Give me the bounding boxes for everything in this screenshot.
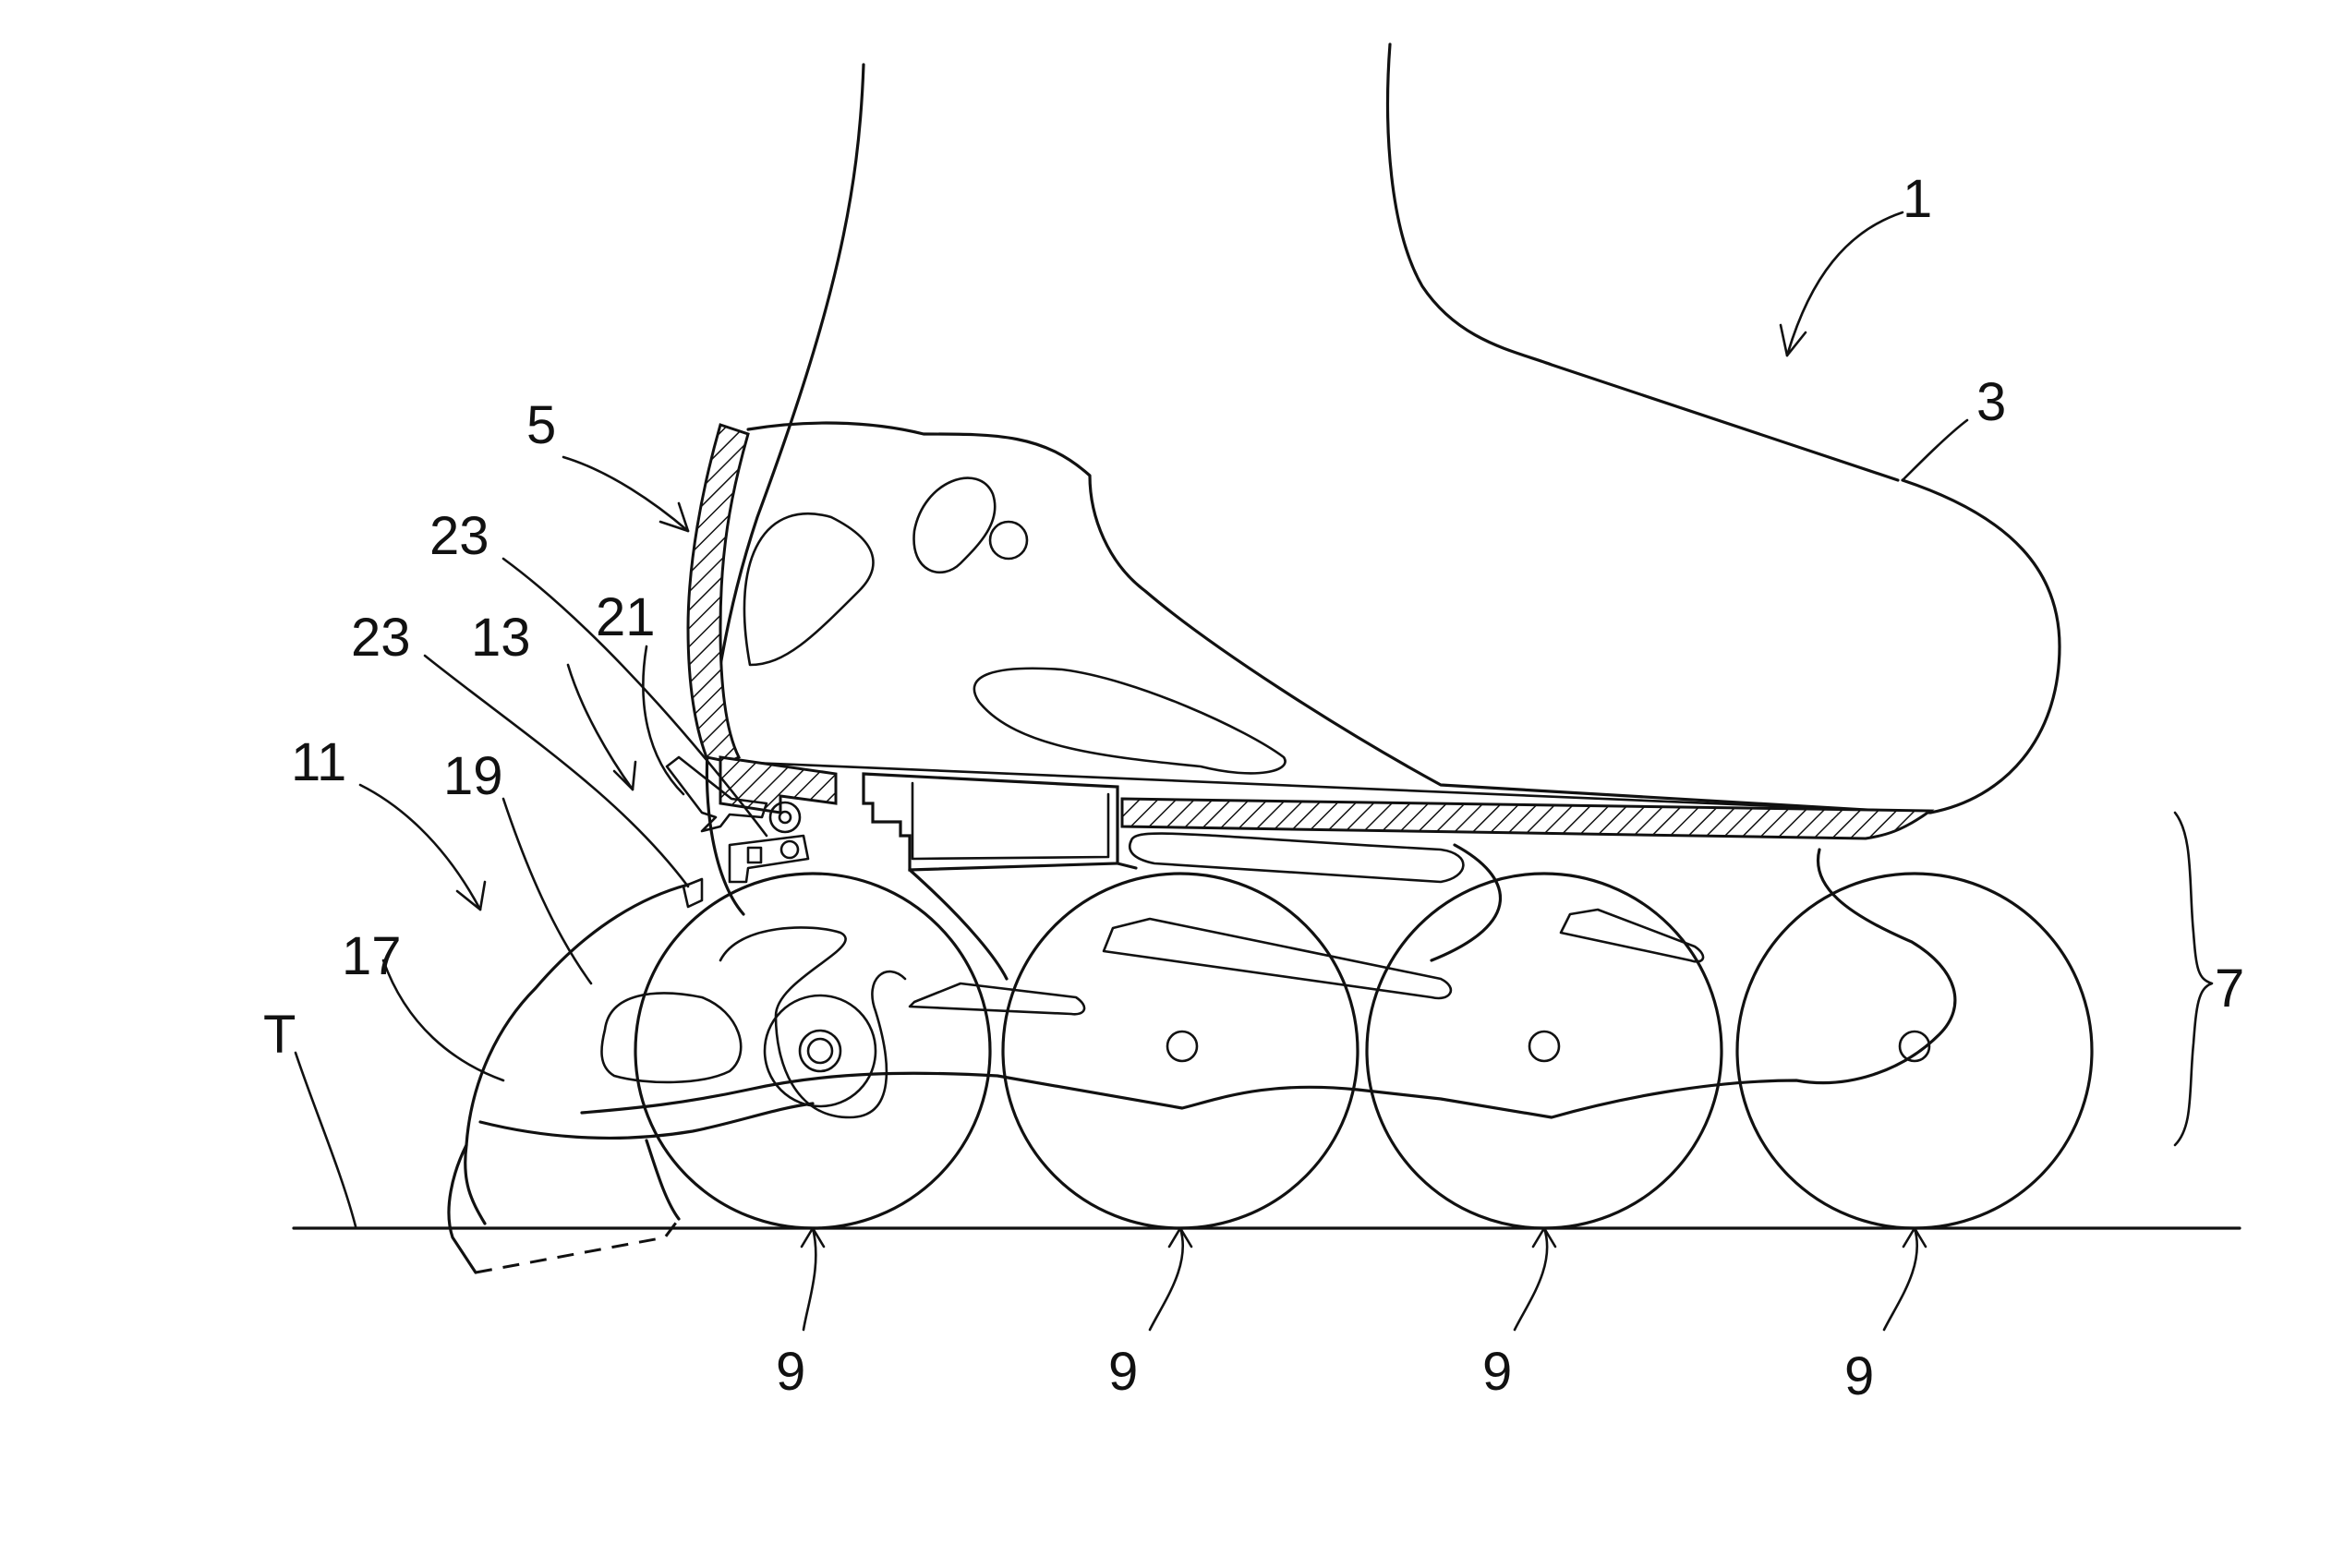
stopper-upper-tab: [748, 848, 761, 862]
frame-top-hatched: [1122, 799, 1930, 838]
brake-arm-opening: [601, 994, 741, 1082]
heel-mount-housing: [864, 774, 1118, 870]
leader-9-4: [1884, 1228, 1926, 1330]
wheel-2-axle: [1167, 1031, 1197, 1061]
label-stopper-upper: 23: [429, 506, 489, 566]
boot-rivet: [990, 522, 1027, 559]
leader-21: [643, 646, 683, 794]
wheel-1-axle-outer: [765, 995, 876, 1106]
label-wheel-4: 9: [1844, 1346, 1874, 1406]
boot-vent-triangle: [744, 513, 874, 665]
bracket-7: [2175, 813, 2212, 1145]
wheel-3: [1367, 874, 1722, 1228]
label-brake-arm: 19: [443, 746, 503, 806]
label-skate: 1: [1903, 169, 1932, 229]
boot-lower-vent: [974, 669, 1286, 774]
brake-arm: [465, 885, 688, 1224]
leg-front-outline: [1388, 44, 1898, 480]
brake-pad: [449, 1145, 476, 1272]
leader-13: [568, 665, 633, 790]
leader-3: [1903, 420, 1967, 480]
label-stopper-lower: 23: [351, 608, 411, 668]
label-rear-shell: 5: [526, 395, 556, 455]
boot-vent-oval: [914, 478, 996, 573]
label-pivot: 21: [596, 587, 656, 647]
wheel-4: [1737, 874, 2092, 1228]
label-wheel-2: 9: [1108, 1342, 1138, 1402]
stopper-hole: [781, 841, 798, 858]
leader-5: [563, 457, 688, 531]
frame-slot-3: [1561, 910, 1703, 961]
label-wheel-1: 9: [776, 1342, 805, 1402]
label-frame: 7: [2215, 959, 2244, 1019]
pivot-pin-inner: [779, 812, 791, 823]
label-boot: 3: [1976, 372, 2006, 432]
boot-shell: [748, 423, 2060, 813]
leader-9-2: [1150, 1228, 1191, 1330]
wheel-1-axle-inner: [808, 1039, 832, 1063]
wheel-2: [1003, 874, 1358, 1228]
leader-9-3: [1515, 1228, 1555, 1330]
frame-slot-4: [910, 983, 1084, 1014]
pivot-pin: [770, 802, 800, 832]
label-ground: T: [263, 1005, 296, 1065]
arrow-11: [457, 882, 485, 910]
label-brake-device: 11: [291, 732, 346, 792]
leader-9-1: [802, 1228, 824, 1330]
wheel-1-axle-mid: [800, 1031, 840, 1071]
wheel-3-axle: [1529, 1031, 1559, 1061]
rear-shell-hatched: [688, 425, 748, 762]
label-brake-pad: 17: [342, 926, 402, 986]
leader-19: [503, 799, 591, 983]
leader-T: [296, 1053, 356, 1226]
label-mount: 13: [471, 608, 531, 668]
label-wheel-3: 9: [1482, 1342, 1512, 1402]
brake-pad-front: [646, 1140, 679, 1219]
frame-slot-2: [1104, 919, 1451, 998]
